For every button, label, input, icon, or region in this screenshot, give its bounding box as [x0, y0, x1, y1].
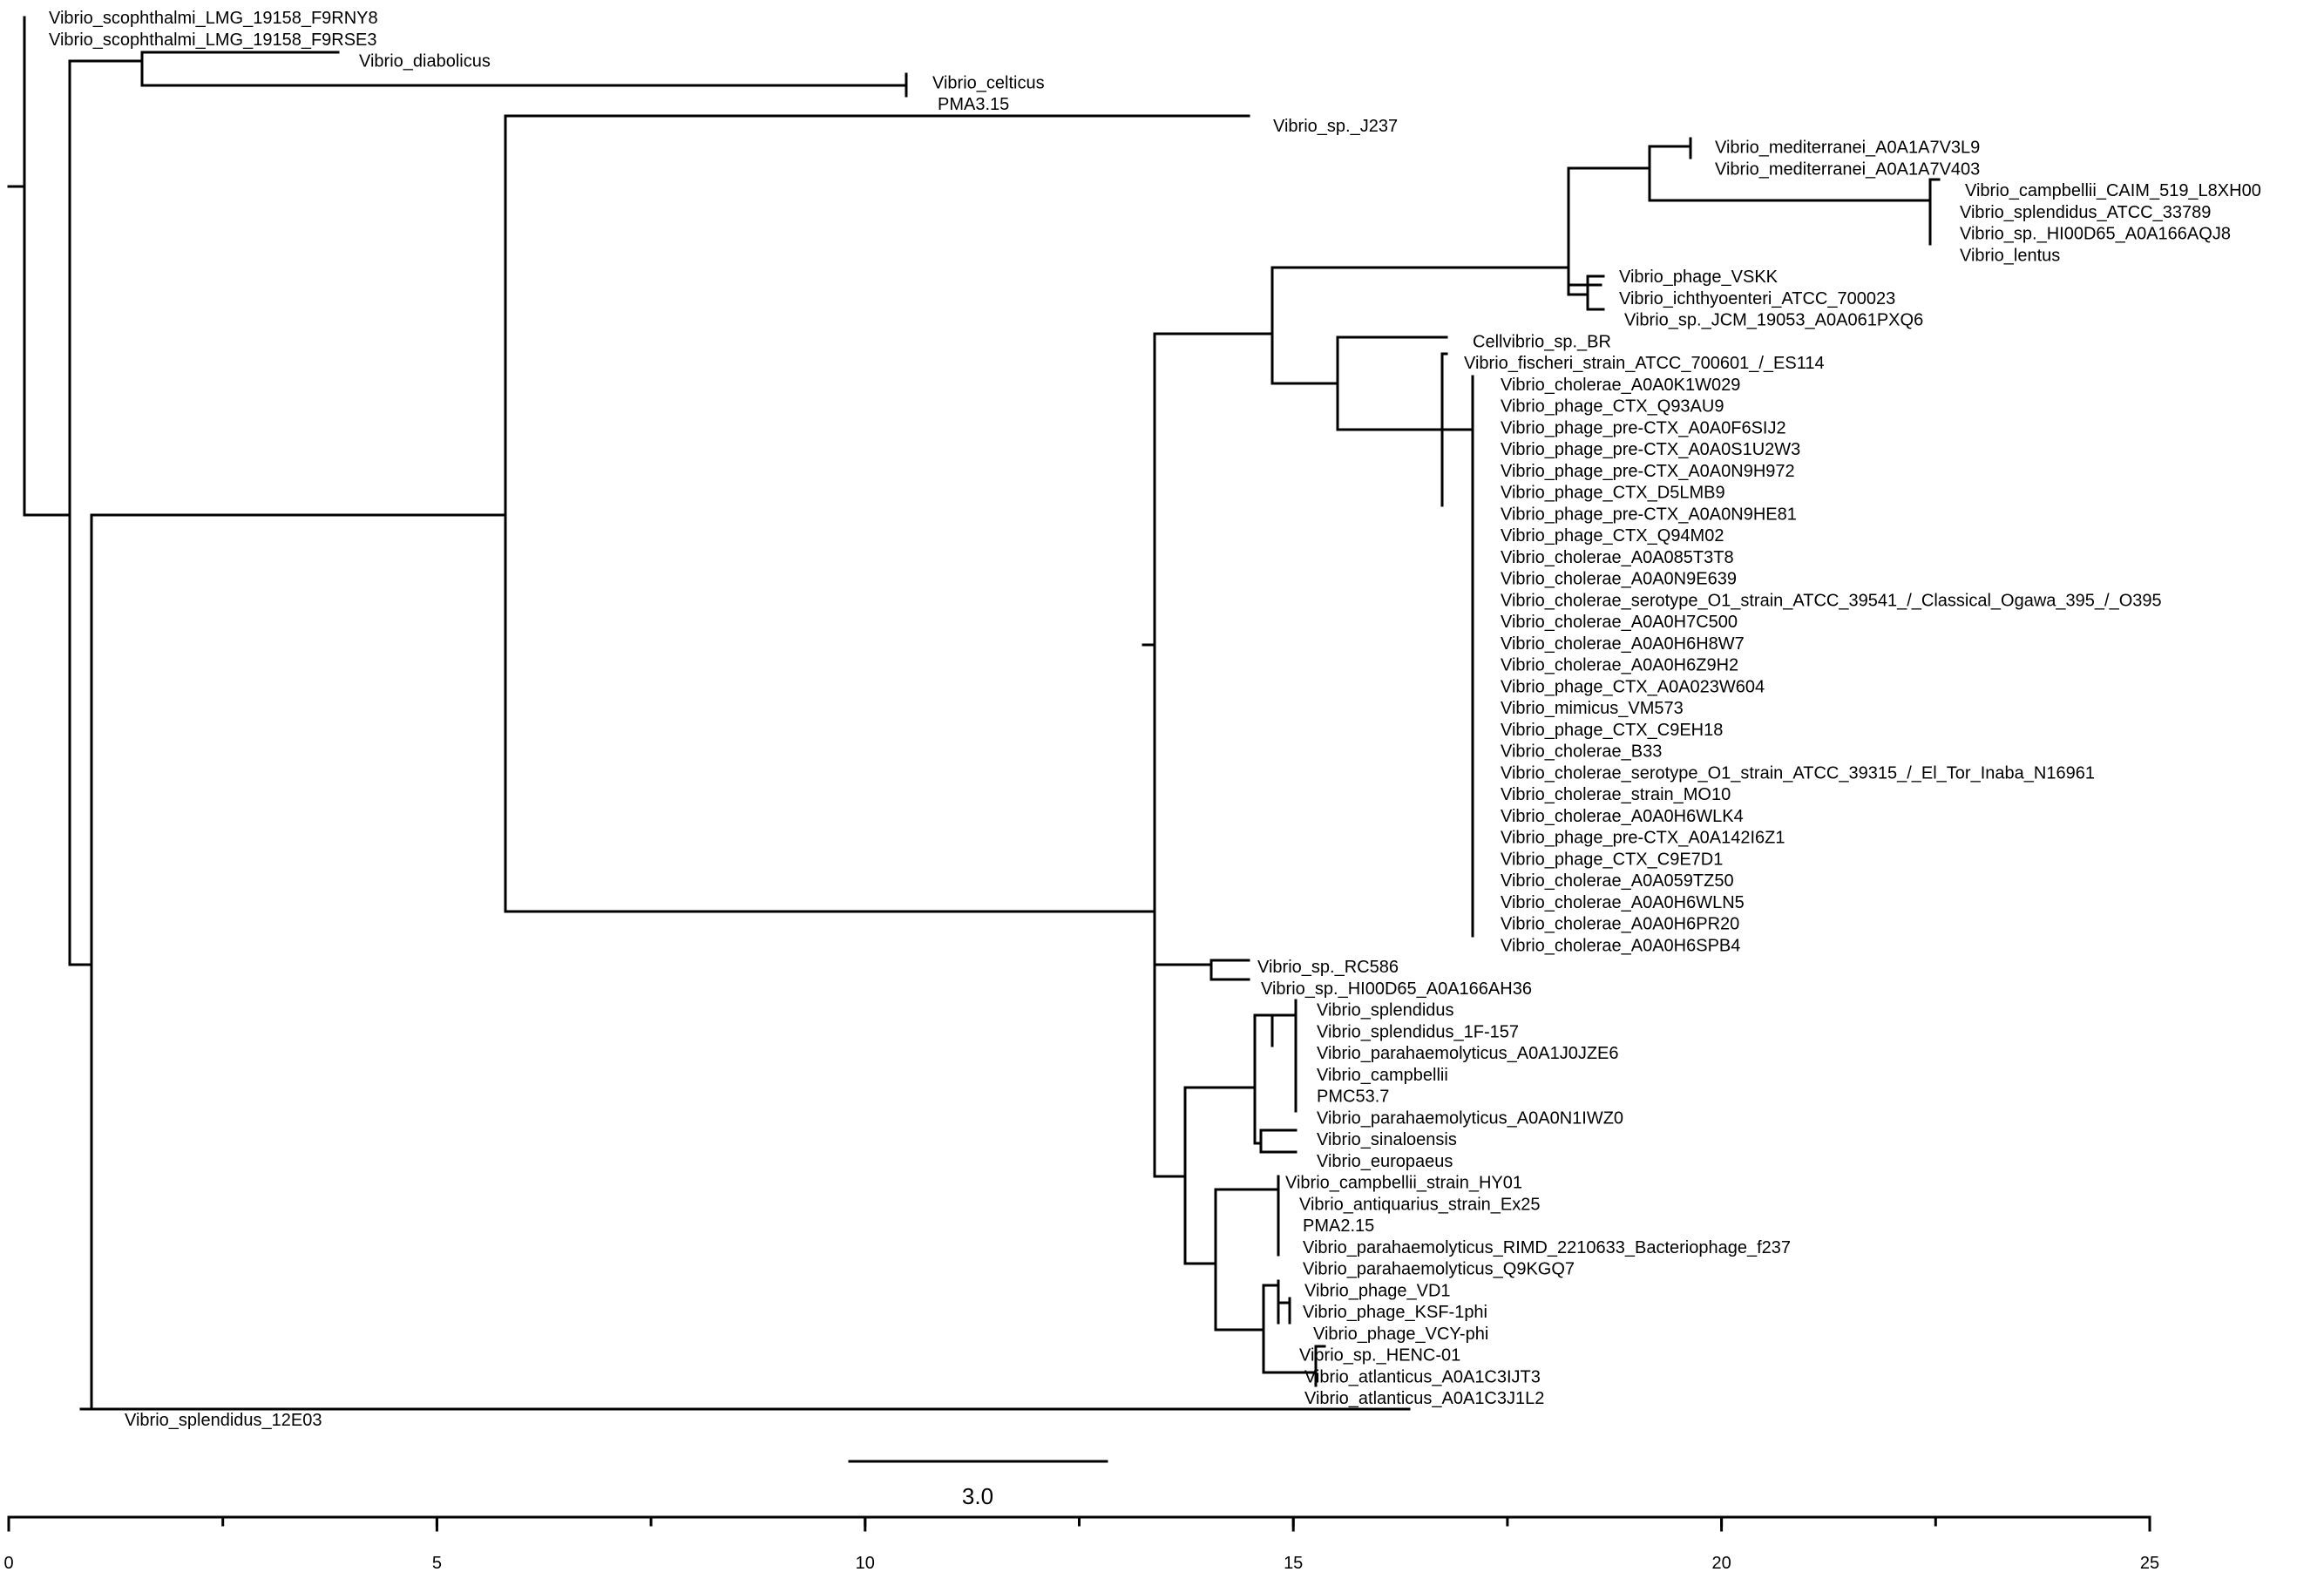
- leaf-label: PMA3.15: [938, 95, 1009, 114]
- leaf-label: Vibrio_parahaemolyticus_A0A0N1IWZ0: [1317, 1108, 1623, 1128]
- leaf-label: Vibrio_scophthalmi_LMG_19158_F9RNY8: [49, 9, 378, 28]
- leaf-label: Vibrio_cholerae_A0A0H7C500: [1501, 613, 1738, 632]
- leaf-label: Vibrio_sp._RC586: [1257, 958, 1399, 977]
- leaf-label: Vibrio_mediterranei_A0A1A7V403: [1715, 159, 1980, 179]
- leaf-label: Vibrio_phage_CTX_Q94M02: [1501, 526, 1724, 546]
- leaf-label: Vibrio_scophthalmi_LMG_19158_F9RSE3: [49, 30, 377, 50]
- leaf-label: Vibrio_celticus: [932, 73, 1045, 92]
- leaf-label: Vibrio_cholerae_A0A0N9E639: [1501, 570, 1737, 589]
- leaf-label: Vibrio_phage_CTX_Q93AU9: [1501, 397, 1724, 417]
- leaf-label: Vibrio_antiquarius_strain_Ex25: [1299, 1195, 1540, 1214]
- leaf-label: Vibrio_phage_pre-CTX_A0A0F6SIJ2: [1501, 418, 1786, 437]
- axis-tick-label: 10: [856, 1554, 875, 1573]
- scale-bar-label: 3.0: [962, 1483, 993, 1509]
- leaf-label: Vibrio_cholerae_serotype_O1_strain_ATCC_…: [1501, 763, 2095, 783]
- axis-tick-label: 0: [3, 1554, 13, 1573]
- leaf-label: Vibrio_phage_CTX_A0A023W604: [1501, 677, 1765, 696]
- leaf-label: Vibrio_mimicus_VM573: [1501, 699, 1684, 718]
- leaf-label: Vibrio_cholerae_A0A059TZ50: [1501, 871, 1734, 891]
- leaf-label: Vibrio_phage_CTX_C9E7D1: [1501, 850, 1723, 869]
- leaf-label: Vibrio_ichthyoenteri_ATCC_700023: [1619, 289, 1895, 308]
- leaf-label: Vibrio_mediterranei_A0A1A7V3L9: [1715, 139, 1980, 158]
- leaf-label: Vibrio_cholerae_A0A0H6WLK4: [1501, 807, 1744, 826]
- leaf-label: Vibrio_phage_pre-CTX_A0A142I6Z1: [1501, 829, 1785, 848]
- leaf-label: PMA2.15: [1303, 1216, 1374, 1236]
- leaf-label: Vibrio_splendidus_12E03: [125, 1411, 322, 1430]
- leaf-label: Vibrio_cholerae_A0A0K1W029: [1501, 376, 1740, 395]
- leaf-label: Vibrio_phage_pre-CTX_A0A0N9H972: [1501, 462, 1795, 481]
- leaf-label: Vibrio_sinaloensis: [1317, 1130, 1457, 1149]
- leaf-label: Vibrio_campbellii_CAIM_519_L8XH00: [1965, 181, 2261, 200]
- leaf-label: Vibrio_sp._JCM_19053_A0A061PXQ6: [1624, 311, 1923, 330]
- leaf-label: Vibrio_phage_CTX_D5LMB9: [1501, 484, 1725, 503]
- distance-axis: 0 5 10 15 20 25: [3, 1515, 2159, 1573]
- leaf-label: Vibrio_cholerae_A0A0H6SPB4: [1501, 936, 1740, 955]
- leaf-label: Vibrio_splendidus_ATCC_33789: [1960, 203, 2211, 222]
- tree-branches: [7, 16, 1941, 1411]
- leaf-label: Vibrio_phage_CTX_C9EH18: [1501, 721, 1723, 740]
- leaf-label: Vibrio_parahaemolyticus_RIMD_2210633_Bac…: [1303, 1238, 1791, 1257]
- leaf-label: Vibrio_sp._HENC-01: [1299, 1346, 1460, 1366]
- leaf-label: Vibrio_phage_pre-CTX_A0A0S1U2W3: [1501, 440, 1800, 459]
- leaf-label: Vibrio_fischeri_strain_ATCC_700601_/_ES1…: [1464, 354, 1825, 373]
- axis-tick-label: 5: [432, 1554, 442, 1573]
- leaf-label: Vibrio_splendidus: [1317, 1001, 1454, 1020]
- leaf-label: Vibrio_parahaemolyticus_Q9KGQ7: [1303, 1260, 1575, 1279]
- axis-tick-label: 25: [2140, 1554, 2159, 1573]
- leaf-label: Vibrio_campbellii: [1317, 1066, 1448, 1085]
- leaf-label: Vibrio_splendidus_1F-157: [1317, 1022, 1519, 1041]
- leaf-label: Vibrio_phage_KSF-1phi: [1303, 1303, 1487, 1322]
- leaf-label: Vibrio_parahaemolyticus_A0A1J0JZE6: [1317, 1044, 1619, 1063]
- leaf-label: Vibrio_cholerae_B33: [1501, 742, 1662, 762]
- leaf-label: Vibrio_cholerae_A0A0H6WLN5: [1501, 893, 1745, 912]
- leaf-label: Vibrio_phage_pre-CTX_A0A0N9HE81: [1501, 505, 1797, 524]
- leaf-label: Vibrio_sp._HI00D65_A0A166AH36: [1261, 979, 1532, 999]
- leaf-label: Vibrio_sp._J237: [1273, 117, 1398, 136]
- leaf-label: Cellvibrio_sp._BR: [1473, 332, 1611, 351]
- leaf-label: Vibrio_atlanticus_A0A1C3J1L2: [1304, 1389, 1544, 1408]
- tree-leaf-labels: Vibrio_scophthalmi_LMG_19158_F9RNY8Vibri…: [49, 9, 2261, 1430]
- leaf-label: Vibrio_diabolicus: [359, 52, 491, 71]
- axis-tick-label: 15: [1284, 1554, 1303, 1573]
- leaf-label: Vibrio_cholerae_strain_MO10: [1501, 785, 1731, 804]
- leaf-label: Vibrio_sp._HI00D65_A0A166AQJ8: [1960, 225, 2231, 244]
- leaf-label: PMC53.7: [1317, 1088, 1389, 1107]
- leaf-label: Vibrio_phage_VSKK: [1619, 268, 1779, 287]
- leaf-label: Vibrio_cholerae_A0A0H6PR20: [1501, 915, 1739, 934]
- leaf-label: Vibrio_cholerae_A0A0H6H8W7: [1501, 634, 1745, 654]
- leaf-label: Vibrio_europaeus: [1317, 1152, 1453, 1171]
- leaf-label: Vibrio_atlanticus_A0A1C3IJT3: [1304, 1367, 1541, 1386]
- axis-tick-label: 20: [1711, 1554, 1731, 1573]
- leaf-label: Vibrio_lentus: [1960, 246, 2060, 265]
- leaf-label: Vibrio_cholerae_A0A0H6Z9H2: [1501, 656, 1738, 675]
- leaf-label: Vibrio_cholerae_A0A085T3T8: [1501, 548, 1734, 567]
- leaf-label: Vibrio_phage_VCY-phi: [1313, 1325, 1488, 1344]
- scale-bar: 3.0: [848, 1460, 1108, 1509]
- leaf-label: Vibrio_phage_VD1: [1304, 1281, 1451, 1300]
- leaf-label: Vibrio_campbellii_strain_HY01: [1285, 1174, 1522, 1193]
- leaf-label: Vibrio_cholerae_serotype_O1_strain_ATCC_…: [1501, 591, 2162, 610]
